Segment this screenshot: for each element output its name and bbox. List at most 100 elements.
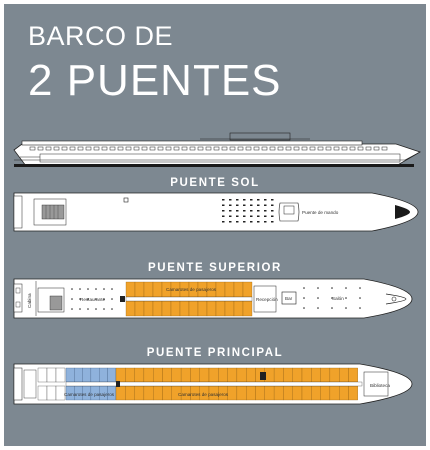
cabin-main-orange: [190, 367, 200, 383]
cabin-main-orange: [227, 385, 238, 401]
window: [253, 146, 260, 151]
label-wheelhouse: Puente de mando: [302, 210, 339, 215]
cabin-main-orange: [153, 367, 163, 383]
window: [365, 146, 372, 151]
window: [189, 146, 196, 151]
cabin-main-blue: [74, 367, 83, 383]
cabin-main-orange: [292, 385, 303, 401]
cabin-main-orange: [283, 367, 293, 383]
window: [133, 146, 140, 151]
window: [109, 146, 116, 151]
cabin-main-orange: [348, 385, 358, 401]
cabin-main-orange: [125, 367, 135, 383]
window: [301, 146, 308, 151]
window: [141, 146, 148, 151]
cabin-main-orange: [273, 367, 284, 383]
sun-lounger: [257, 221, 260, 223]
seat-dot: [345, 287, 347, 289]
window: [157, 146, 164, 151]
sun-lounger: [236, 204, 239, 206]
sun-lounger: [236, 210, 239, 212]
sun-lounger: [222, 210, 225, 212]
cabin-main-orange: [301, 385, 312, 401]
sun-lounger: [236, 215, 239, 217]
cabin-upper: [161, 300, 172, 317]
ship-side-profile: [13, 132, 421, 167]
stairs-icon: [41, 204, 65, 220]
sun-lounger: [264, 210, 267, 212]
window: [357, 146, 364, 151]
window: [69, 146, 76, 151]
cabin-main-orange: [162, 385, 172, 401]
window: [285, 146, 292, 151]
window: [181, 146, 188, 151]
seat-dot: [359, 307, 361, 309]
window: [45, 146, 52, 151]
sun-lounger: [250, 204, 253, 206]
table-dot: [71, 288, 73, 290]
window: [213, 146, 220, 151]
sun-lounger: [264, 215, 267, 217]
sun-lounger: [243, 204, 246, 206]
crew-cabin: [46, 367, 57, 383]
cabin-upper: [125, 281, 136, 298]
cabin-upper: [170, 300, 181, 317]
window: [77, 146, 84, 151]
wheelhouse-icon: [278, 202, 300, 222]
seat-dot: [317, 297, 319, 299]
window: [245, 146, 252, 151]
table-dot: [71, 308, 73, 310]
cabin-upper: [134, 300, 145, 317]
crew-cabin: [37, 367, 48, 383]
sun-lounger: [222, 204, 225, 206]
table-dot: [87, 308, 89, 310]
title-line-2: 2 PUENTES: [28, 56, 282, 105]
table-dot: [111, 288, 113, 290]
cabin-main-orange: [292, 367, 303, 383]
sun-lounger: [250, 210, 253, 212]
deck-title-main: PUENTE PRINCIPAL: [146, 347, 284, 359]
cabin-main-orange: [180, 367, 191, 383]
cabin-main-orange: [153, 385, 163, 401]
table-dot: [111, 298, 113, 300]
deck-plan-upper: Cabina Restaurante Camarotes de pasajero…: [13, 278, 413, 319]
sun-lounger: [229, 210, 232, 212]
cabin-upper: [242, 281, 253, 298]
window: [125, 146, 132, 151]
cabin-main-orange: [115, 385, 126, 401]
seat-dot: [345, 297, 347, 299]
table-dot: [111, 308, 113, 310]
cabin-main-orange: [320, 367, 331, 383]
window: [325, 146, 332, 151]
seat-dot: [331, 287, 333, 289]
cabin-upper: [242, 300, 253, 317]
cabin-main-orange: [218, 367, 228, 383]
cabin-main-orange: [348, 367, 358, 383]
seat-dot: [359, 297, 361, 299]
cabin-upper: [215, 281, 226, 298]
cabin-main-orange: [162, 367, 172, 383]
label-restaurant: Restaurante: [80, 297, 105, 302]
cabin-upper: [152, 300, 163, 317]
sun-lounger: [222, 221, 225, 223]
sun-lounger: [250, 221, 253, 223]
cabin-main-orange: [264, 367, 275, 383]
sun-lounger: [236, 221, 239, 223]
sun-lounger: [222, 199, 225, 201]
label-library: Biblioteca: [370, 383, 390, 388]
window: [85, 146, 92, 151]
seat-dot: [303, 287, 305, 289]
sun-lounger: [229, 199, 232, 201]
cabin-upper: [233, 300, 244, 317]
cabin-upper: [125, 300, 136, 317]
window: [117, 146, 124, 151]
cabin-upper: [152, 281, 163, 298]
table-dot: [95, 298, 97, 300]
window: [53, 146, 60, 151]
sun-lounger: [271, 204, 274, 206]
sun-lounger: [250, 215, 253, 217]
seat-dot: [331, 297, 333, 299]
sun-lounger: [243, 210, 246, 212]
sun-lounger: [257, 210, 260, 212]
